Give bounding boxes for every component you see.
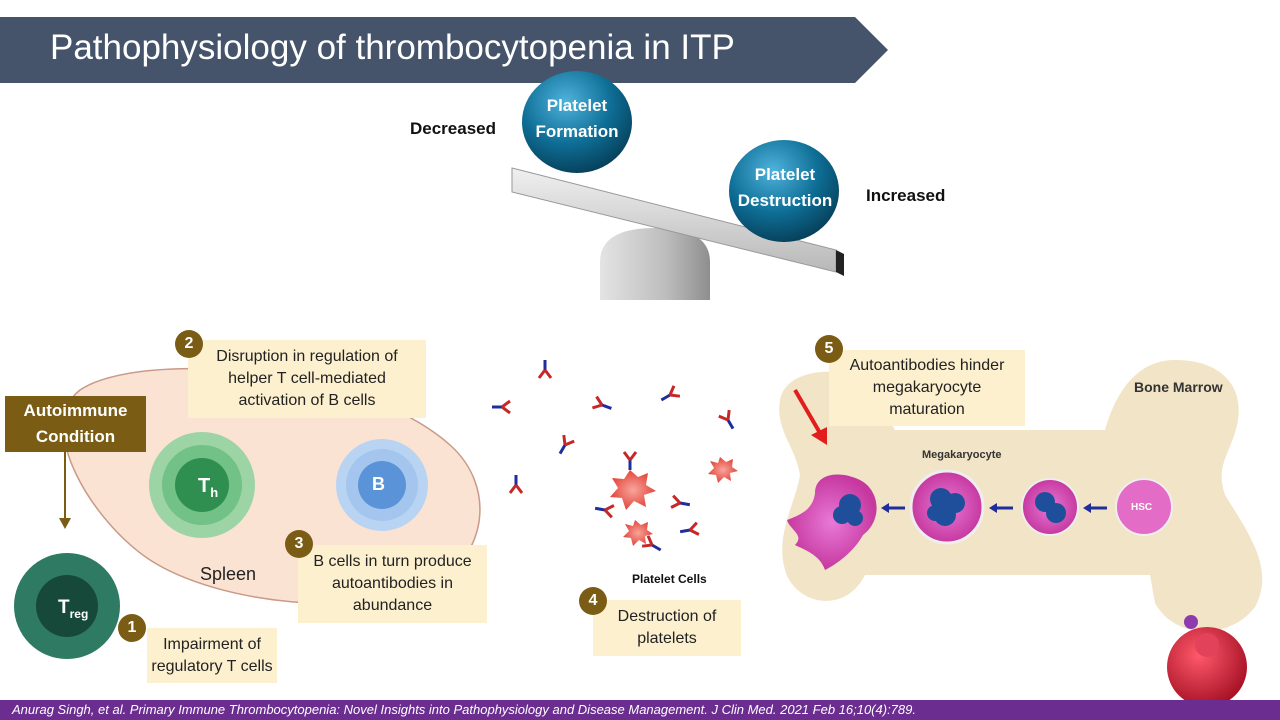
title-banner bbox=[0, 17, 888, 83]
platelet-destruction-ball bbox=[729, 140, 839, 242]
megakaryocyte-cells bbox=[787, 469, 1173, 570]
decreased-label: Decreased bbox=[410, 119, 497, 138]
hsc-label: HSC bbox=[1131, 502, 1153, 513]
platelet-cluster bbox=[610, 457, 738, 546]
citation-text: Anurag Singh, et al. Primary Immune Thro… bbox=[12, 702, 916, 717]
platelet-cells-label: Platelet Cells bbox=[632, 572, 707, 586]
bone-marrow-label: Bone Marrow bbox=[1134, 379, 1223, 395]
step-2-badge: 2 bbox=[175, 330, 203, 358]
megakaryocyte-label: Megakaryocyte bbox=[922, 449, 1002, 461]
step-5-badge: 5 bbox=[815, 335, 843, 363]
fulcrum bbox=[600, 228, 710, 300]
footer-bar bbox=[0, 700, 1280, 720]
spleen-label: Spleen bbox=[200, 564, 257, 584]
th-cell-label: Th bbox=[198, 475, 219, 500]
platelet-formation-ball bbox=[522, 71, 632, 173]
down-arrow-icon bbox=[59, 452, 71, 529]
treg-cell-label: Treg bbox=[58, 597, 89, 621]
antibodies-and-platelets bbox=[490, 358, 740, 557]
increased-label: Increased bbox=[866, 186, 946, 205]
regulatory-t-cell bbox=[14, 553, 120, 659]
bone-marrow-illustration bbox=[779, 360, 1263, 700]
seesaw-illustration bbox=[511, 167, 844, 300]
step-3-badge: 3 bbox=[285, 530, 313, 558]
step-4-badge: 4 bbox=[579, 587, 607, 615]
helper-t-cell bbox=[149, 432, 255, 538]
b-cell-label: B bbox=[372, 474, 385, 494]
step-1-badge: 1 bbox=[118, 614, 146, 642]
b-cell bbox=[336, 439, 428, 531]
page-title: Pathophysiology of thrombocytopenia in I… bbox=[50, 28, 735, 67]
